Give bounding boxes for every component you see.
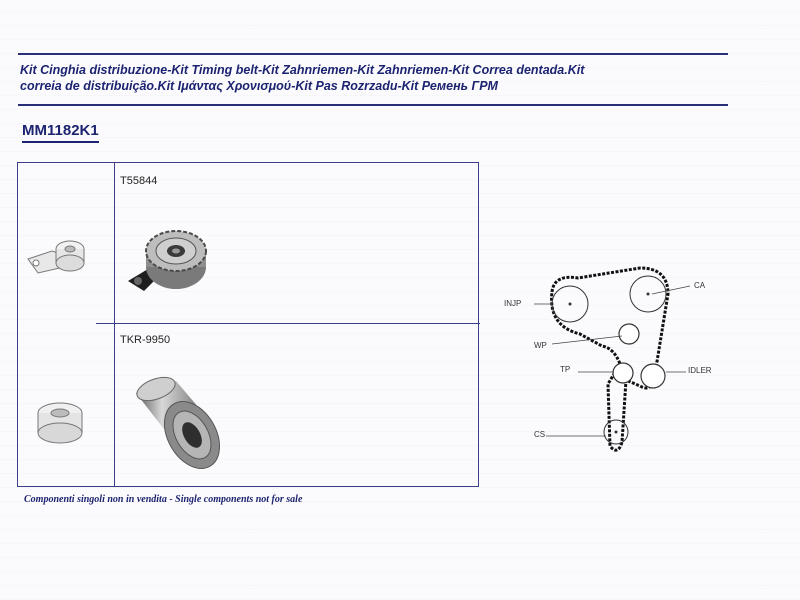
part-code-tensioner: T55844: [120, 175, 158, 187]
tensioner-position: [612, 362, 634, 384]
idler-thumb-icon: [37, 402, 83, 444]
parts-frame: T55844 TKR-9950: [17, 162, 480, 487]
frame-divider-vertical: [114, 163, 115, 486]
label-injp: INJP: [504, 299, 521, 308]
idler-position: [640, 363, 666, 389]
label-idler: IDLER: [688, 366, 712, 375]
tensioner-pulley-icon: [128, 230, 207, 291]
label-tp: TP: [560, 365, 570, 374]
tensioner-thumb-icon: [27, 240, 85, 274]
label-ca: CA: [694, 281, 706, 290]
title-line-2: correia de distribuição.Kit Ιμάντας Χρον…: [20, 79, 498, 93]
kit-code: MM1182K1: [22, 122, 99, 143]
part-code-idler: TKR-9950: [120, 334, 171, 346]
top-rule: [18, 53, 728, 55]
crankshaft-pulley: [603, 419, 629, 445]
title-line-1: Kit Cinghia distribuzione-Kit Timing bel…: [20, 63, 585, 77]
idler-pulley-icon: [136, 376, 220, 469]
belt-routing-diagram: INJP CA WP TP IDLER CS: [504, 266, 712, 452]
water-pump-pulley: [618, 323, 640, 345]
label-cs: CS: [534, 430, 545, 439]
frame-divider-horizontal: [96, 323, 480, 324]
camshaft-pulley: [629, 275, 667, 313]
kit-title: Kit Cinghia distribuzione-Kit Timing bel…: [20, 62, 740, 94]
footnote: Componenti singoli non in vendita - Sing…: [24, 494, 303, 505]
timing-belt: [550, 266, 670, 452]
label-wp: WP: [534, 341, 547, 350]
title-rule: [18, 104, 728, 106]
